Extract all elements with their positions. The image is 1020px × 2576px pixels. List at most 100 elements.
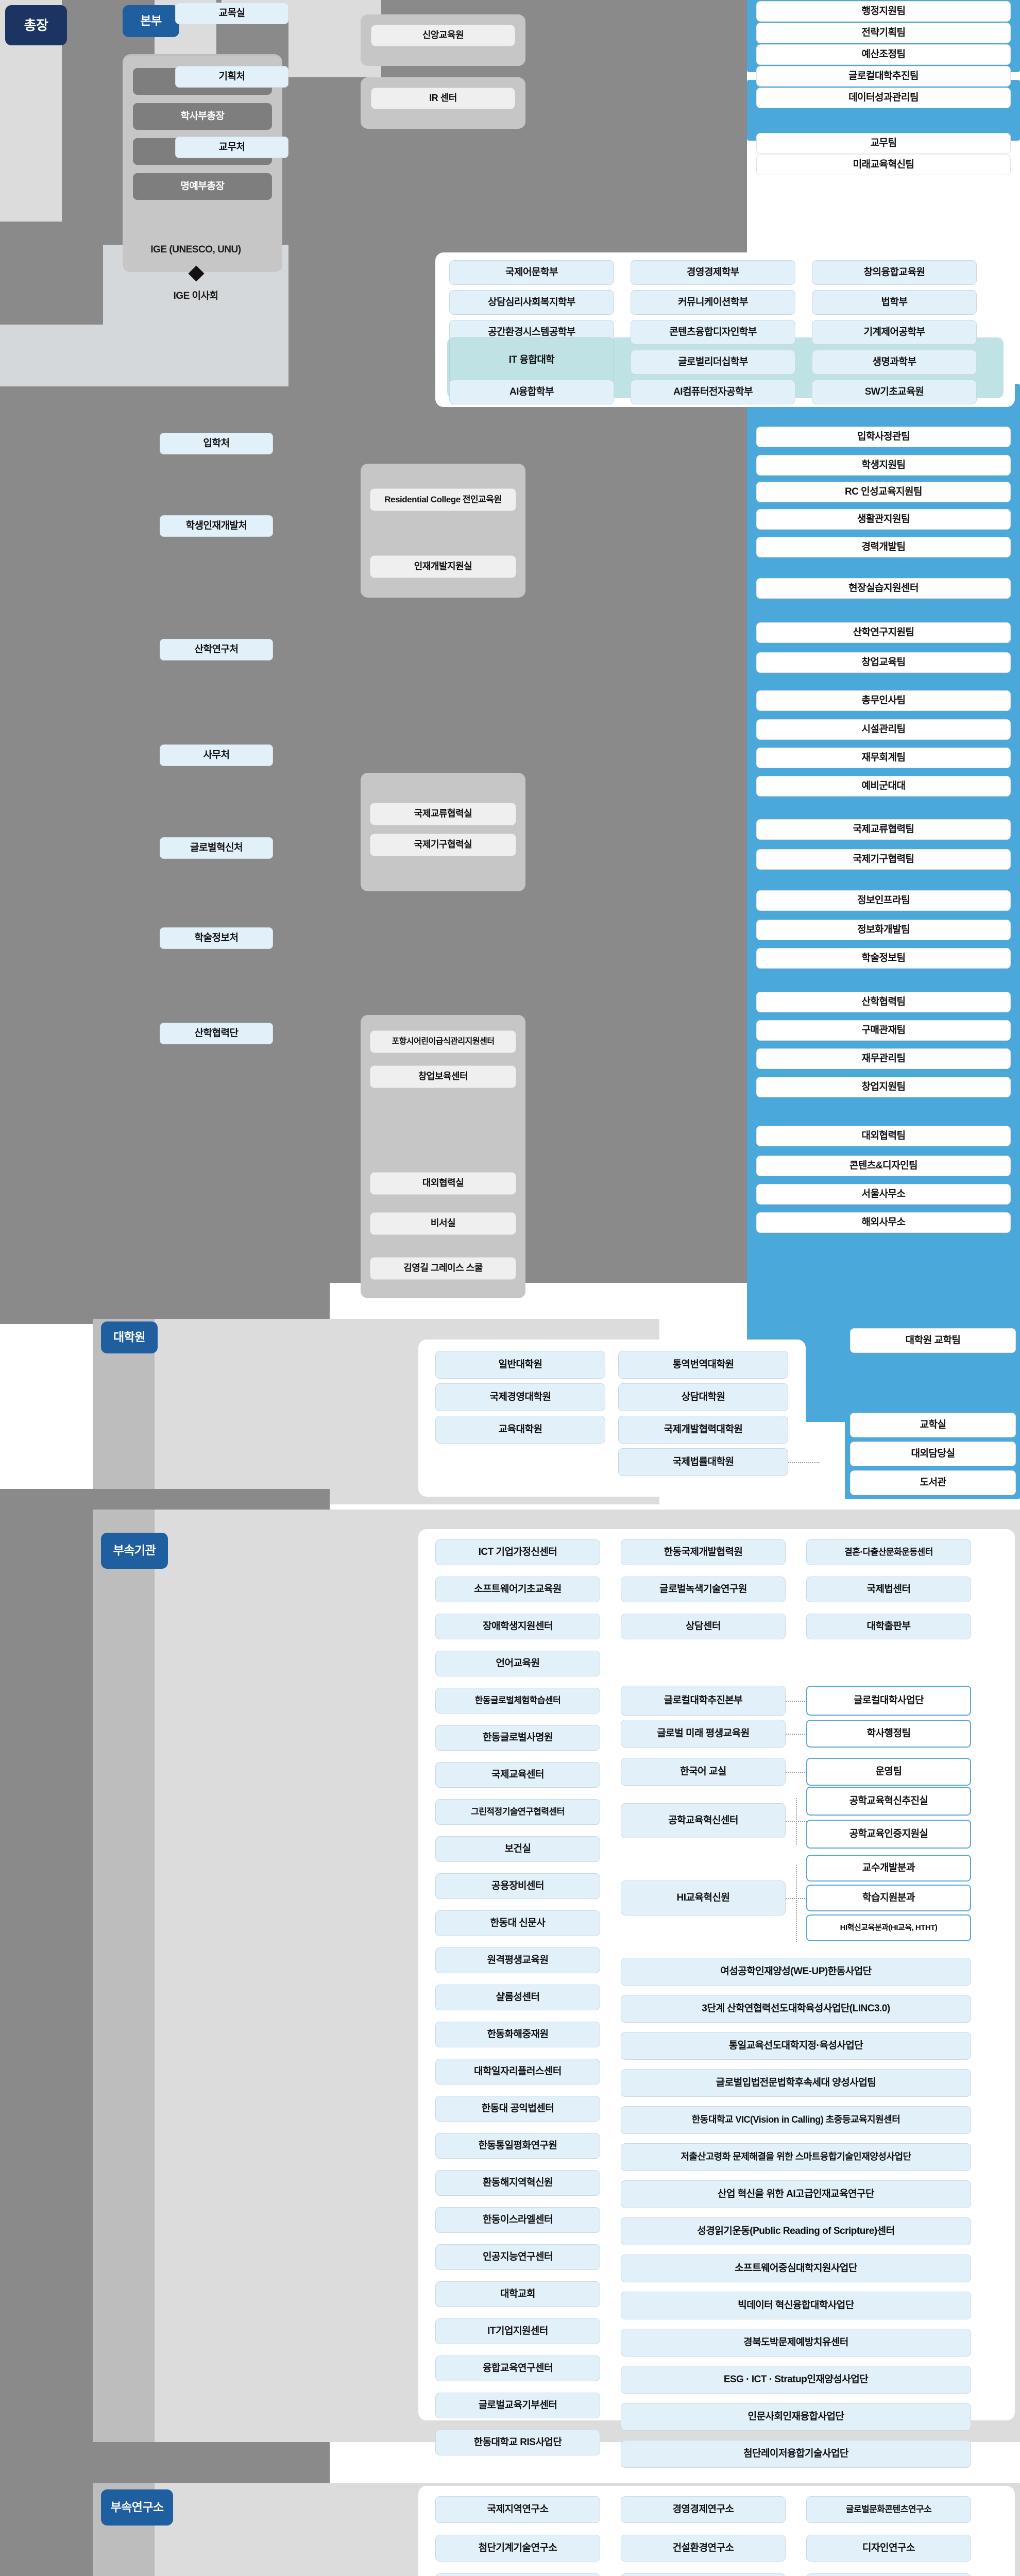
team-9[interactable]: RC 인성교육지원팀 xyxy=(756,482,1011,502)
org-col1-2[interactable]: 장애학생지원센터 xyxy=(435,1614,600,1639)
org-linked-parent-0[interactable]: 글로컬대학추진본부 xyxy=(621,1686,786,1716)
section-headquarters[interactable]: 본부 xyxy=(123,5,179,37)
team-15[interactable]: 총무인사팀 xyxy=(756,690,1011,711)
department-8[interactable]: 기계제어공학부 xyxy=(812,320,977,345)
org-col1-6[interactable]: 국제교육센터 xyxy=(435,1762,600,1788)
department-2[interactable]: 창의융합교육원 xyxy=(812,260,977,285)
lab-c3-0[interactable]: 글로벌문화콘텐츠연구소 xyxy=(806,2496,971,2523)
project-12[interactable]: 인문사회인재융합사업단 xyxy=(621,2403,971,2431)
root-president-box[interactable]: 총장 xyxy=(5,5,67,45)
lab-c1-1[interactable]: 첨단기계기술연구소 xyxy=(435,2535,600,2562)
department-3[interactable]: 상담심리사회복지학부 xyxy=(449,290,614,315)
org-linked-child-4-2[interactable]: HI혁신교육분과(HI교육, HTHT) xyxy=(806,1914,971,1941)
team-6[interactable]: 미래교육혁신팀 xyxy=(756,155,1011,175)
department-5[interactable]: 법학부 xyxy=(812,290,977,315)
org-col1-24[interactable]: 한동대학교 RIS사업단 xyxy=(435,2430,600,2455)
office-7[interactable]: 글로벌혁신처 xyxy=(160,837,273,859)
org-linked-parent-3[interactable]: 공학교육혁신센터 xyxy=(621,1803,786,1838)
section-affiliated-orgs[interactable]: 부속기관 xyxy=(101,1533,168,1569)
org-linked-parent-1[interactable]: 글로벌 미래 평생교육원 xyxy=(621,1720,786,1748)
org-linked-child-0-0[interactable]: 글로컬대학사업단 xyxy=(806,1686,971,1716)
department-0[interactable]: 국제어문학부 xyxy=(449,260,614,285)
org-col1-9[interactable]: 공용장비센터 xyxy=(435,1873,600,1899)
subunit-6[interactable]: 포항시어린이급식관리지원센터 xyxy=(370,1030,516,1053)
graduate-school-2[interactable]: 국제경영대학원 xyxy=(435,1383,605,1411)
office-4[interactable]: 학생인재개발처 xyxy=(160,515,273,537)
team-3[interactable]: 글로컬대학추진팀 xyxy=(756,66,1011,87)
project-2[interactable]: 통일교육선도대학지정·육성사업단 xyxy=(621,2032,971,2060)
project-0[interactable]: 여성공학인재양성(WE-UP)한동사업단 xyxy=(621,1958,971,1986)
team-24[interactable]: 산학협력팀 xyxy=(756,992,1011,1012)
project-6[interactable]: 산업 혁신을 위한 AI고급인재교육연구단 xyxy=(621,2180,971,2208)
org-linked-child-4-0[interactable]: 교수개발분과 xyxy=(806,1855,971,1882)
org-col1-23[interactable]: 글로벌교육기부센터 xyxy=(435,2393,600,2418)
graduate-school-4[interactable]: 교육대학원 xyxy=(435,1416,605,1444)
team-4[interactable]: 데이터성과관리팀 xyxy=(756,88,1011,108)
org-col1-0[interactable]: ICT 기업가정신센터 xyxy=(435,1539,600,1565)
vice-president-1[interactable]: 학사부총장 xyxy=(133,103,272,130)
team-0[interactable]: 행정지원팀 xyxy=(756,1,1011,22)
team-18[interactable]: 예비군대대 xyxy=(756,776,1011,796)
team-5[interactable]: 교무팀 xyxy=(756,133,1011,154)
team-21[interactable]: 정보인프라팀 xyxy=(756,890,1011,911)
org-col1-5[interactable]: 한동글로벌사명원 xyxy=(435,1725,600,1751)
team-26[interactable]: 재무관리팀 xyxy=(756,1048,1011,1069)
department-11[interactable]: 생명과학부 xyxy=(812,350,977,375)
section-affiliated-labs[interactable]: 부속연구소 xyxy=(101,2489,173,2526)
org-col1-10[interactable]: 한동대 신문사 xyxy=(435,1910,600,1936)
department-4[interactable]: 커뮤니케이션학부 xyxy=(631,290,795,315)
org-col2-1[interactable]: 글로벌녹색기술연구원 xyxy=(621,1577,786,1602)
project-10[interactable]: 경북도박문제예방치유센터 xyxy=(621,2329,971,2357)
org-col1-4[interactable]: 한동글로벌체험학습센터 xyxy=(435,1688,600,1714)
lab-c3-2[interactable]: 전문인선교연구소 xyxy=(806,2573,971,2576)
subunit-4[interactable]: 국제교류협력실 xyxy=(370,803,516,825)
org-linked-child-1-0[interactable]: 학사행정팀 xyxy=(806,1720,971,1748)
team-19[interactable]: 국제교류협력팀 xyxy=(756,819,1011,840)
org-col1-19[interactable]: 인공지능연구센터 xyxy=(435,2244,600,2270)
project-13[interactable]: 첨단레이저융합기술사업단 xyxy=(621,2440,971,2468)
project-5[interactable]: 저출산고령화 문제해결을 위한 스마트융합기술인재양성사업단 xyxy=(621,2143,971,2171)
team-13[interactable]: 산학연구지원팀 xyxy=(756,622,1011,643)
org-col1-17[interactable]: 환동해지역혁신원 xyxy=(435,2170,600,2196)
team-25[interactable]: 구매관재팀 xyxy=(756,1020,1011,1041)
graduate-school-5[interactable]: 국제개발협력대학원 xyxy=(618,1416,788,1444)
team-10[interactable]: 생활관지원팀 xyxy=(756,509,1011,530)
section-graduate[interactable]: 대학원 xyxy=(101,1321,158,1353)
graduate-team-1[interactable]: 교학실 xyxy=(850,1413,1016,1437)
graduate-school-3[interactable]: 상담대학원 xyxy=(618,1383,788,1411)
org-col3-2[interactable]: 대학출판부 xyxy=(806,1614,971,1639)
project-7[interactable]: 성경읽기운동(Public Reading of Scripture)센터 xyxy=(621,2217,971,2245)
office-1[interactable]: 기획처 xyxy=(175,66,288,88)
lab-c1-2[interactable]: 생명과학연구소 xyxy=(435,2573,600,2576)
graduate-team-3[interactable]: 도서관 xyxy=(850,1470,1016,1495)
org-col1-22[interactable]: 융합교육연구센터 xyxy=(435,2355,600,2381)
team-23[interactable]: 학술정보팀 xyxy=(756,948,1011,969)
team-11[interactable]: 경력개발팀 xyxy=(756,537,1011,557)
org-col1-7[interactable]: 그린적정기술연구협력센터 xyxy=(435,1799,600,1825)
office-3[interactable]: 입학처 xyxy=(160,433,273,454)
org-col1-13[interactable]: 한동화해중재원 xyxy=(435,2022,600,2047)
vice-president-3[interactable]: 명예부총장 xyxy=(133,173,272,200)
subunit-1[interactable]: IR 센터 xyxy=(371,88,515,109)
team-7[interactable]: 입학사정관팀 xyxy=(756,427,1011,447)
org-col1-3[interactable]: 언어교육원 xyxy=(435,1651,600,1676)
team-27[interactable]: 창업지원팀 xyxy=(756,1077,1011,1097)
department-1[interactable]: 경영경제학부 xyxy=(631,260,795,285)
org-linked-child-2-0[interactable]: 운영팀 xyxy=(806,1758,971,1786)
team-12[interactable]: 현장실습지원센터 xyxy=(756,578,1011,599)
org-linked-child-3-1[interactable]: 공학교육인증지원실 xyxy=(806,1820,971,1849)
org-col1-11[interactable]: 원격평생교육원 xyxy=(435,1947,600,1973)
team-28[interactable]: 대외협력팀 xyxy=(756,1126,1011,1146)
org-linked-parent-2[interactable]: 한국어 교실 xyxy=(621,1758,786,1786)
team-17[interactable]: 재무회계팀 xyxy=(756,748,1011,768)
office-5[interactable]: 산학연구처 xyxy=(160,639,273,660)
graduate-team-0[interactable]: 대학원 교학팀 xyxy=(850,1328,1016,1353)
subunit-5[interactable]: 국제기구협력실 xyxy=(370,834,516,856)
project-3[interactable]: 글로벌입법전문법학후속세대 양성사업팀 xyxy=(621,2069,971,2097)
org-col3-1[interactable]: 국제법센터 xyxy=(806,1577,971,1602)
subunit-2[interactable]: Residential College 전인교육원 xyxy=(370,488,516,511)
project-8[interactable]: 소프트웨어중심대학지원사업단 xyxy=(621,2255,971,2282)
lab-c2-0[interactable]: 경영경제연구소 xyxy=(621,2496,786,2523)
org-col1-21[interactable]: IT기업지원센터 xyxy=(435,2318,600,2344)
department-12[interactable]: AI융합학부 xyxy=(449,380,614,404)
